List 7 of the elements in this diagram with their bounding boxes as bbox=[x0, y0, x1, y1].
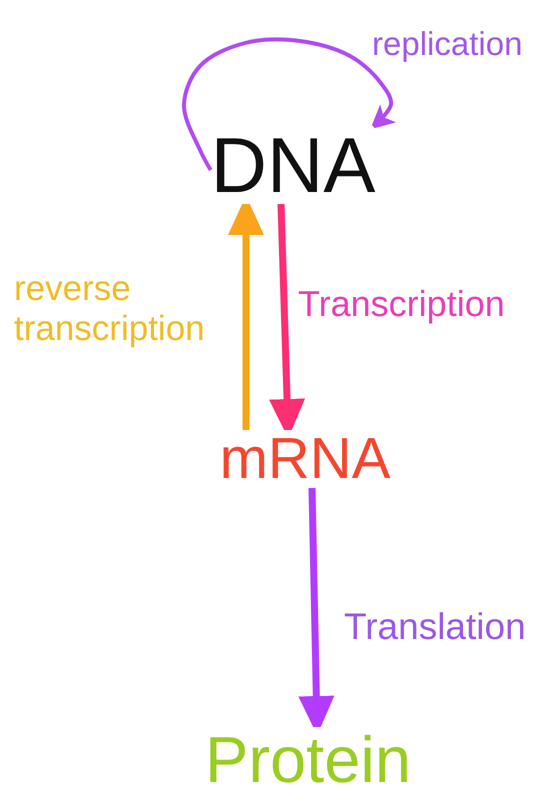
node-label: Protein bbox=[205, 727, 411, 792]
node-label: mRNA bbox=[220, 430, 390, 488]
node-label: DNA bbox=[210, 126, 376, 204]
edge-label: Translation bbox=[344, 608, 526, 645]
edge-label: reverse transcription bbox=[14, 269, 206, 349]
edge-label: replication bbox=[372, 27, 522, 60]
edge-label: Transcription bbox=[298, 286, 505, 322]
